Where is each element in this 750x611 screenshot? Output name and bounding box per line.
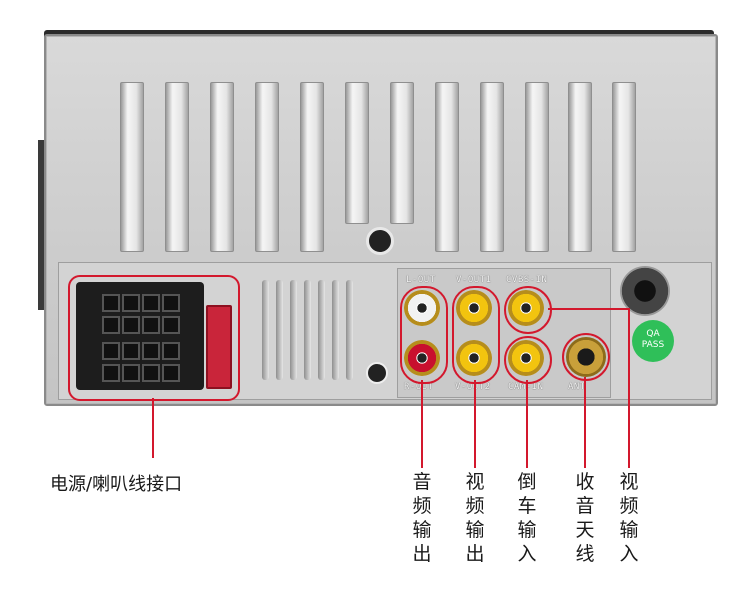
jack-label: L-OUT	[406, 275, 436, 285]
audio-out-label: 音频输出	[412, 471, 432, 565]
unit-side-rim	[38, 140, 46, 310]
video-in-highlight	[504, 286, 552, 334]
heatsink-fin	[612, 82, 636, 252]
badge-line: QA	[646, 329, 660, 339]
antenna-label: 收音天线	[575, 471, 595, 565]
heatsink-fin	[480, 82, 504, 252]
reverse-in-label: 倒车输入	[517, 471, 537, 565]
badge-line: PASS	[641, 340, 665, 350]
antenna-highlight	[562, 333, 610, 381]
heatsink-fin	[300, 82, 324, 252]
video-out-highlight	[452, 286, 500, 384]
heatsink-fin	[210, 82, 234, 252]
jack-label: ANT	[568, 382, 586, 392]
heatsink-fin	[165, 82, 189, 252]
leader-line	[584, 377, 586, 468]
power-connector-highlight	[68, 275, 240, 401]
leader-line	[474, 380, 476, 468]
video-in-label: 视频输入	[619, 471, 639, 565]
jack-label: R-OUT	[404, 382, 434, 392]
grommet	[620, 266, 670, 316]
heatsink-fin	[255, 82, 279, 252]
audio-out-highlight	[400, 286, 448, 384]
fuse	[206, 305, 232, 389]
heatsink-fin	[568, 82, 592, 252]
iso-connector	[76, 282, 204, 390]
leader-line	[526, 380, 528, 468]
heatsink-fin	[120, 82, 144, 252]
jack-label: CVBS-IN	[506, 275, 548, 285]
leader-line	[421, 380, 423, 468]
video-out-label: 视频输出	[465, 471, 485, 565]
jack-label: V-OUT2	[455, 382, 491, 392]
reverse-in-highlight	[504, 336, 552, 384]
screw-hole	[366, 362, 388, 384]
power-speaker-label: 电源/喇叭线接口	[50, 474, 183, 495]
leader-line	[628, 308, 630, 468]
jack-label: V-OUT1	[456, 275, 492, 285]
heatsink-fin	[345, 82, 369, 224]
leader-line	[548, 308, 630, 310]
heatsink-fin	[525, 82, 549, 252]
heatsink-fin	[390, 82, 414, 224]
leader-line	[152, 398, 154, 458]
screw-hole	[366, 227, 394, 255]
heatsink-fin	[435, 82, 459, 252]
qa-pass-badge: QA PASS	[632, 320, 674, 362]
jack-label: CAM-IN	[508, 382, 544, 392]
